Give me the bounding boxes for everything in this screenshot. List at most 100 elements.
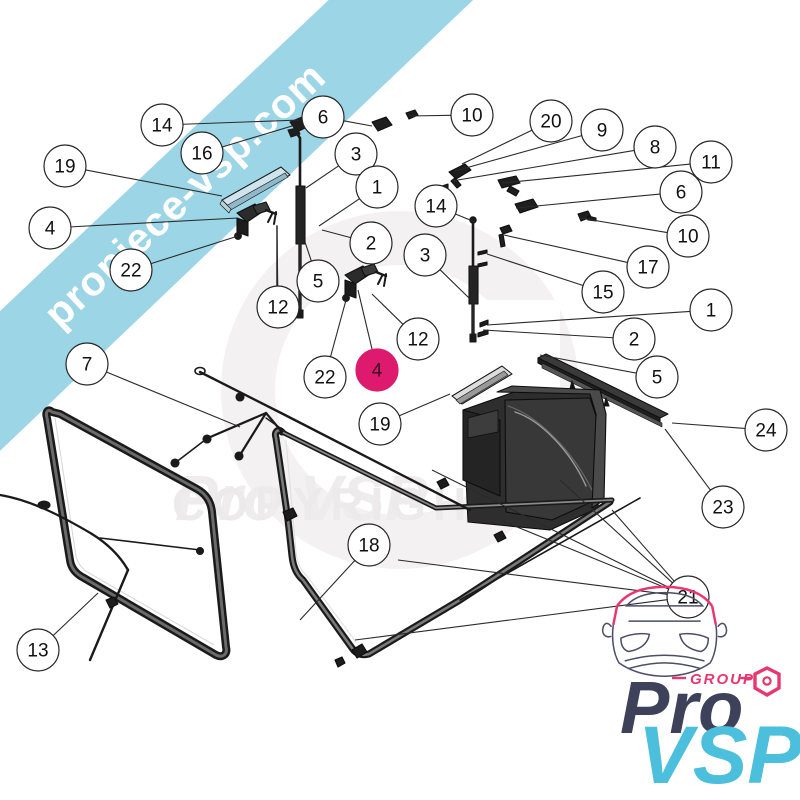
logo-vsp-text: VSP xyxy=(638,710,800,800)
callout-leader-line xyxy=(503,234,628,263)
callout-circle[interactable] xyxy=(689,288,733,332)
callout-marker-11[interactable]: 11 xyxy=(689,140,733,184)
callout-circle[interactable] xyxy=(65,342,109,386)
callout-circle[interactable] xyxy=(701,485,745,529)
callout-marker-13[interactable]: 13 xyxy=(16,628,60,672)
center-brand-watermark: Pro VSP xyxy=(175,462,428,534)
callout-circle[interactable] xyxy=(635,355,679,399)
callout-marker-12[interactable]: 12 xyxy=(396,317,440,361)
callout-circle[interactable] xyxy=(529,99,573,143)
callout-circle[interactable] xyxy=(256,285,300,329)
callout-circle[interactable] xyxy=(659,170,703,214)
callout-number: 24 xyxy=(755,421,777,442)
callout-circle[interactable] xyxy=(396,317,440,361)
callout-marker-3[interactable]: 3 xyxy=(403,233,447,277)
callout-circle-highlighted[interactable] xyxy=(355,348,399,392)
callout-marker-8[interactable]: 8 xyxy=(633,125,677,169)
part-rod-linkage-assembly xyxy=(170,366,472,512)
callout-circle[interactable] xyxy=(140,103,184,147)
callout-marker-7[interactable]: 7 xyxy=(65,342,109,386)
callout-circle[interactable] xyxy=(626,245,670,289)
callout-marker-14[interactable]: 14 xyxy=(140,103,184,147)
callout-circle[interactable] xyxy=(580,108,624,152)
callout-circle[interactable] xyxy=(744,408,788,452)
callout-circle[interactable] xyxy=(358,402,402,446)
callout-marker-6[interactable]: 6 xyxy=(301,95,345,139)
callout-marker-6[interactable]: 6 xyxy=(659,170,703,214)
callout-circle[interactable] xyxy=(347,523,391,567)
callout-circle[interactable] xyxy=(355,165,399,209)
callout-leader-line xyxy=(431,469,670,589)
callout-marker-24[interactable]: 24 xyxy=(744,408,788,452)
callout-marker-9[interactable]: 9 xyxy=(580,108,624,152)
callout-circle[interactable] xyxy=(450,93,494,137)
callout-circle[interactable] xyxy=(109,248,153,292)
callout-leader-line xyxy=(304,241,312,262)
callout-marker-17[interactable]: 17 xyxy=(626,245,670,289)
callout-marker-14[interactable]: 14 xyxy=(414,184,458,228)
callout-leader-line xyxy=(357,289,373,350)
callout-marker-15[interactable]: 15 xyxy=(581,270,625,314)
callout-circle[interactable] xyxy=(180,131,224,175)
callout-circle[interactable] xyxy=(581,270,625,314)
callout-circle[interactable] xyxy=(349,221,393,265)
callout-marker-5[interactable]: 5 xyxy=(296,259,340,303)
logo-group-badge: GROUP xyxy=(672,666,781,697)
callout-leader-line xyxy=(671,422,746,429)
callout-number: 12 xyxy=(267,298,288,319)
callout-number: 15 xyxy=(592,283,613,304)
callout-circle[interactable] xyxy=(403,233,447,277)
callout-marker-5[interactable]: 5 xyxy=(635,355,679,399)
callout-leader-line xyxy=(408,114,452,117)
callout-marker-3[interactable]: 3 xyxy=(334,132,378,176)
part-door-seal-left xyxy=(42,406,231,661)
callout-marker-10[interactable]: 10 xyxy=(450,93,494,137)
callout-circle[interactable] xyxy=(16,628,60,672)
callout-marker-19[interactable]: 19 xyxy=(358,402,402,446)
callout-number: 3 xyxy=(351,145,362,166)
callout-leader-line xyxy=(439,269,470,299)
callout-number: 20 xyxy=(540,112,561,133)
callout-circle[interactable] xyxy=(296,259,340,303)
callout-marker-2[interactable]: 2 xyxy=(349,221,393,265)
callout-number: 3 xyxy=(420,246,431,267)
callout-leader-line xyxy=(52,592,99,636)
callout-marker-22[interactable]: 22 xyxy=(303,355,347,399)
callout-marker-19[interactable]: 19 xyxy=(43,144,87,188)
callout-marker-10[interactable]: 10 xyxy=(666,214,710,258)
callout-marker-2[interactable]: 2 xyxy=(612,317,656,361)
hex-nut-icon xyxy=(753,666,781,697)
callout-circle[interactable] xyxy=(666,214,710,258)
callout-number: 12 xyxy=(407,330,428,351)
callout-circle[interactable] xyxy=(612,317,656,361)
callout-circle[interactable] xyxy=(633,125,677,169)
callout-number: 10 xyxy=(677,227,698,248)
part-trim-strip-center xyxy=(451,365,513,405)
callout-marker-12[interactable]: 12 xyxy=(256,285,300,329)
callout-leader-line xyxy=(329,299,347,357)
callout-marker-16[interactable]: 16 xyxy=(180,131,224,175)
callout-marker-1[interactable]: 1 xyxy=(355,165,399,209)
callout-marker-18[interactable]: 18 xyxy=(347,523,391,567)
callout-marker-23[interactable]: 23 xyxy=(701,485,745,529)
callout-marker-20[interactable]: 20 xyxy=(529,99,573,143)
callout-leader-line xyxy=(461,129,533,165)
callout-circle[interactable] xyxy=(689,140,733,184)
callout-circle[interactable] xyxy=(43,144,87,188)
callout-circle[interactable] xyxy=(414,184,458,228)
callout-circle[interactable] xyxy=(301,95,345,139)
callout-marker-1[interactable]: 1 xyxy=(689,288,733,332)
callout-circle[interactable] xyxy=(28,206,72,250)
callout-leader-line xyxy=(299,560,356,621)
callout-marker-4[interactable]: 4 xyxy=(28,206,72,250)
callout-leader-line xyxy=(454,135,582,172)
callout-marker-22[interactable]: 22 xyxy=(109,248,153,292)
callout-number: 19 xyxy=(369,415,390,436)
callout-circle[interactable] xyxy=(334,132,378,176)
callout-leader-line xyxy=(397,559,668,595)
callout-circle[interactable] xyxy=(303,355,347,399)
callout-marker-4[interactable]: 4 xyxy=(355,348,399,392)
callout-number: 14 xyxy=(151,116,173,137)
